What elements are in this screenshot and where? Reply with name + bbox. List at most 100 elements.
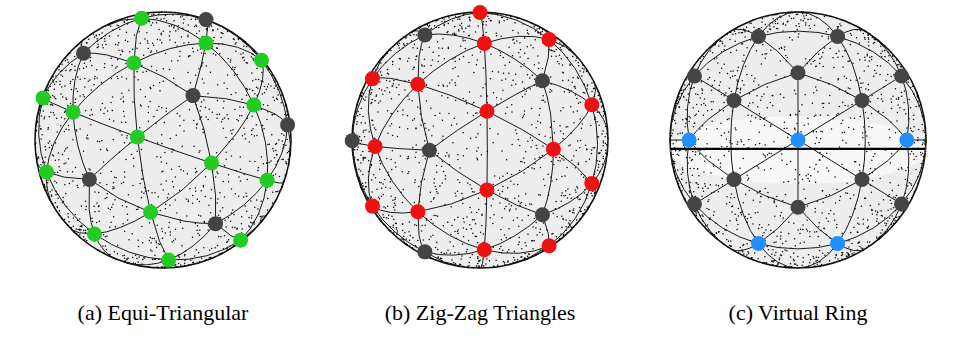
cloud-point (107, 110, 109, 112)
cloud-point (439, 113, 441, 115)
cloud-point (579, 118, 581, 120)
cloud-point (364, 157, 366, 159)
cloud-point (501, 191, 503, 193)
cloud-point (179, 189, 181, 191)
cloud-point (226, 114, 228, 116)
cloud-point (86, 42, 88, 44)
cloud-point (175, 264, 177, 266)
cloud-point (113, 139, 115, 141)
cloud-point (84, 78, 86, 80)
cloud-point (447, 85, 449, 87)
cloud-point (571, 227, 573, 229)
cloud-point (578, 199, 580, 201)
cloud-point (128, 194, 130, 196)
cloud-point (287, 115, 289, 117)
cloud-point (225, 137, 227, 139)
cloud-point (73, 231, 75, 233)
cloud-point (526, 30, 528, 32)
cloud-point (274, 100, 276, 102)
cloud-point (53, 96, 55, 98)
cloud-point (457, 154, 459, 156)
cloud-point (234, 75, 236, 77)
cloud-point (159, 82, 161, 84)
cloud-point (254, 93, 256, 95)
cloud-point (104, 40, 106, 42)
cloud-point (125, 260, 127, 262)
cloud-point (63, 163, 65, 165)
cloud-point (205, 196, 207, 198)
cloud-point (244, 133, 246, 135)
cloud-point (198, 252, 200, 254)
cloud-point (541, 99, 543, 101)
cloud-point (126, 135, 128, 137)
cloud-point (275, 150, 277, 152)
cloud-point (105, 44, 107, 46)
cloud-point (97, 249, 99, 251)
cloud-point (575, 60, 577, 62)
cloud-point (520, 49, 522, 51)
cloud-point (162, 30, 164, 32)
cloud-point (135, 254, 137, 256)
cloud-point (159, 244, 161, 246)
mesh-edge (137, 137, 211, 163)
mesh-edge (137, 96, 193, 137)
cloud-point (593, 88, 595, 90)
cloud-point (149, 101, 151, 103)
cloud-point (211, 25, 213, 27)
cloud-point (586, 148, 588, 150)
cloud-point (462, 132, 464, 134)
cloud-point (364, 136, 366, 138)
cloud-point (132, 49, 134, 51)
cloud-point (65, 60, 67, 62)
cloud-point (111, 65, 113, 67)
cloud-point (527, 46, 529, 48)
cloud-point (132, 257, 134, 259)
cloud-point (60, 74, 62, 76)
cloud-point (157, 39, 159, 41)
cloud-point (151, 192, 153, 194)
cloud-point (267, 105, 269, 107)
cloud-point (94, 36, 96, 38)
cloud-point (448, 156, 450, 158)
cloud-point (276, 143, 278, 145)
cloud-point (71, 64, 73, 66)
cloud-point (391, 98, 393, 100)
cloud-point (561, 216, 563, 218)
cloud-point (461, 28, 463, 30)
mesh-edge (241, 180, 268, 240)
cloud-point (108, 208, 110, 210)
cloud-point (560, 200, 562, 202)
cloud-point (142, 242, 144, 244)
cloud-point (477, 263, 479, 265)
cloud-point (158, 106, 160, 108)
cloud-point (121, 121, 123, 123)
cloud-point (569, 210, 571, 212)
point-cloud (34, 11, 291, 268)
cloud-point (251, 217, 253, 219)
cloud-point (219, 192, 221, 194)
cloud-point (175, 176, 177, 178)
cloud-point (511, 84, 512, 86)
cloud-point (140, 104, 142, 106)
cloud-point (65, 57, 67, 59)
cloud-point (165, 110, 167, 112)
cloud-point (531, 167, 533, 169)
cloud-point (188, 56, 190, 58)
cloud-point (399, 126, 401, 128)
cloud-point (570, 198, 572, 200)
cloud-point (282, 184, 284, 186)
cloud-point (590, 125, 592, 127)
cloud-point (211, 112, 213, 114)
cloud-point (528, 215, 530, 217)
cloud-point (65, 129, 67, 131)
cloud-point (190, 18, 192, 20)
cloud-point (436, 171, 438, 173)
cloud-point (119, 29, 121, 31)
cloud-point (81, 225, 83, 227)
cloud-point (452, 68, 454, 70)
cloud-point (164, 152, 166, 154)
cloud-point (518, 241, 520, 243)
cloud-point (232, 66, 234, 68)
cloud-point (64, 184, 66, 186)
cloud-point (483, 265, 485, 267)
